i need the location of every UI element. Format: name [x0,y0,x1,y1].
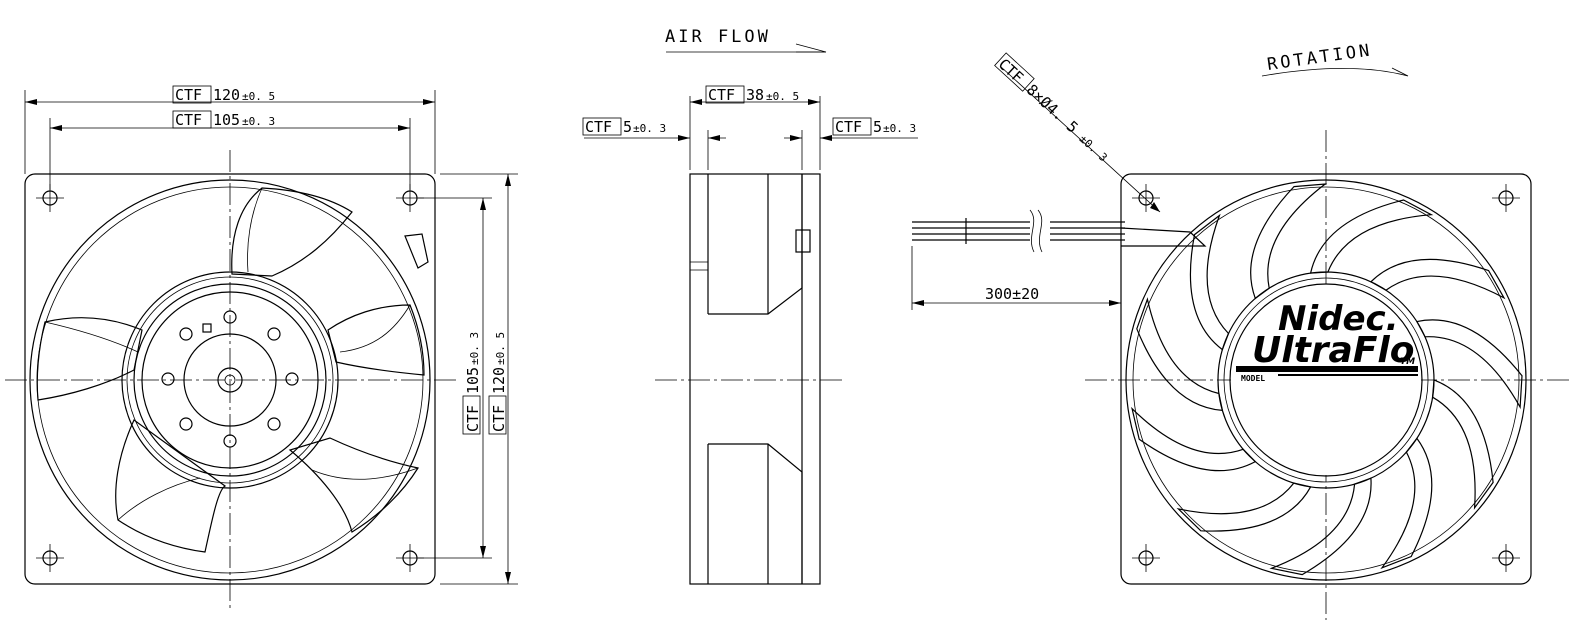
back-blade [1131,406,1257,472]
back-blade [1415,319,1523,410]
brand-line2: UltraFlo [1252,330,1415,371]
model-label: MODEL [1241,374,1265,383]
front-hole-pitch-v-nominal: 105 [464,367,482,394]
front-frame-outline [24,173,436,585]
front-hole-pitch-v-ctf: CTF [464,405,482,432]
back-view: ROTATION Nidec. UltraFlo TM [911,40,1570,620]
rotation-label: ROTATION [1266,40,1374,75]
depth-nominal: 38 [746,86,764,104]
flange-right-ctf: CTF [835,118,862,136]
front-hole-pitch-ctf: CTF [175,111,202,129]
front-hole-pitch-nominal: 105 [213,111,240,129]
flange-left-nominal: 5 [623,118,632,136]
back-blade [1176,482,1312,532]
back-blade [1136,297,1224,412]
brand-tm: TM [1400,357,1415,367]
lead-wires [912,209,1207,253]
back-blade [1309,199,1434,274]
back-blade [1431,379,1494,510]
back-blade [1269,477,1372,576]
side-view: AIR FLOW CTF 38 ±0. 5 CTF 5 ±0. 3 [582,27,918,585]
brand-line1: Nidec. [1278,299,1399,339]
front-width-tol: ±0. 5 [242,90,275,103]
front-hole-pitch-tol: ±0. 3 [242,115,275,128]
front-height-tol: ±0. 5 [494,332,507,365]
air-flow-label: AIR FLOW [665,27,771,47]
front-view: CTF 120 ±0. 5 CTF 105 ±0. 3 CTF 105 ±0. … [5,85,518,610]
back-blade [1189,213,1230,351]
side-body-outline [689,173,821,585]
flange-right-tol: ±0. 3 [883,122,916,135]
brand-logo: Nidec. UltraFlo TM MODEL [1236,299,1418,383]
front-hole-pitch-v-tol: ±0. 3 [468,332,481,365]
lead-length-dimension: 300±20 [985,285,1039,303]
front-width-nominal: 120 [213,86,240,104]
back-frame-outline [1120,173,1532,585]
flange-left-tol: ±0. 3 [633,122,666,135]
back-blade [1380,437,1433,570]
back-blade [1250,183,1328,300]
flange-right-nominal: 5 [873,118,882,136]
front-width-ctf: CTF [175,86,202,104]
front-height-nominal: 120 [490,367,508,394]
back-blades [1131,183,1523,576]
back-mount-holes [1132,184,1520,572]
mount-holes-nominal: 8×Ø4. 5 [1023,81,1082,137]
front-hub [121,271,339,489]
flange-left-ctf: CTF [585,118,612,136]
depth-tol: ±0. 5 [766,90,799,103]
back-blade [1369,258,1506,300]
depth-ctf: CTF [708,86,735,104]
mount-holes-tol: ±0. 3 [1077,132,1110,164]
front-height-ctf: CTF [490,405,508,432]
